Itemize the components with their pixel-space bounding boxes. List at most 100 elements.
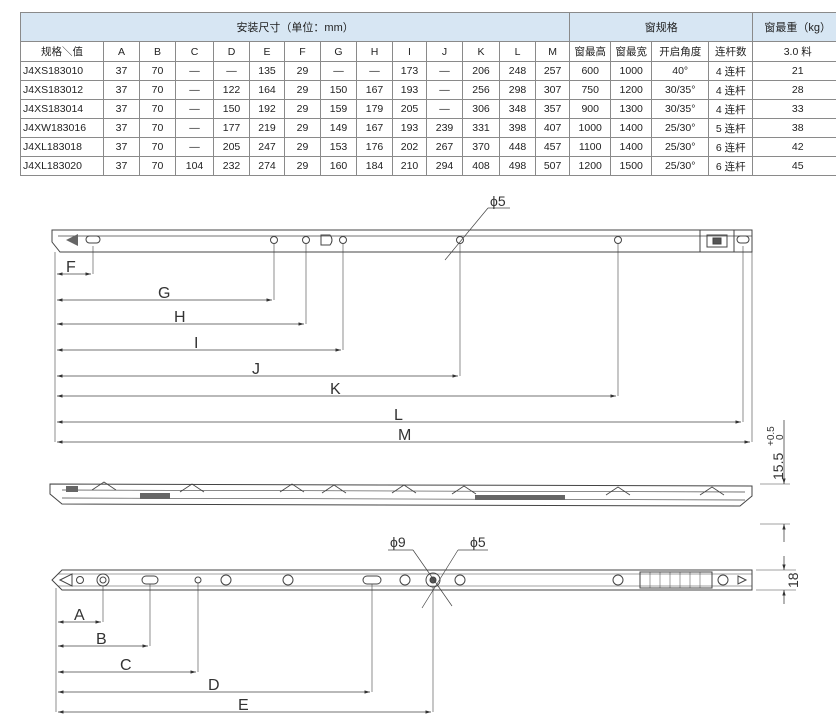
table-cell: — xyxy=(426,80,463,100)
column-header: D xyxy=(213,41,250,62)
table-cell: 37 xyxy=(103,61,140,81)
table-cell: 248 xyxy=(499,61,536,81)
table-cell: 150 xyxy=(320,80,357,100)
table-cell: 173 xyxy=(392,61,427,81)
table-cell: 122 xyxy=(213,80,250,100)
table-cell: — xyxy=(320,61,357,81)
table-cell: 1300 xyxy=(610,99,653,119)
spec-model-cell: J4XL183018 xyxy=(20,137,104,157)
table-cell: 6 连杆 xyxy=(708,156,754,176)
column-header: G xyxy=(320,41,357,62)
table-cell: 70 xyxy=(139,61,176,81)
table-cell: 457 xyxy=(534,137,571,157)
table-cell: 38 xyxy=(752,118,836,138)
bottom-hole-small-label: ϕ5 xyxy=(470,534,486,550)
table-cell: 206 xyxy=(462,61,500,81)
top-hole-i xyxy=(339,236,347,244)
table-cell: 1400 xyxy=(610,118,653,138)
table-cell: 370 xyxy=(462,137,500,157)
bottom-hole-large-label: ϕ9 xyxy=(390,534,406,550)
spec-model-cell: J4XS183010 xyxy=(20,61,104,81)
dim-label-g: G xyxy=(158,285,170,302)
table-cell: 210 xyxy=(392,156,427,176)
table-cell: 247 xyxy=(249,137,285,157)
table-cell: 176 xyxy=(356,137,393,157)
top-rail-outline xyxy=(51,229,753,253)
dim-label-h: H xyxy=(174,309,186,326)
top-rivet xyxy=(320,234,333,246)
table-cell: 70 xyxy=(139,118,176,138)
table-cell: 25/30° xyxy=(651,137,710,157)
table-cell: 307 xyxy=(534,80,571,100)
max-weight-header: 窗最重（kg） xyxy=(752,12,836,42)
column-header: L xyxy=(499,41,536,62)
table-cell: — xyxy=(356,61,393,81)
table-cell: 498 xyxy=(499,156,536,176)
table-cell: 1200 xyxy=(610,80,653,100)
column-header: H xyxy=(356,41,393,62)
height-label: 15.5 xyxy=(770,453,786,480)
table-cell: 37 xyxy=(103,80,140,100)
column-header: 规格＼值 xyxy=(20,41,104,62)
table-cell: 104 xyxy=(175,156,214,176)
dim-label-b: B xyxy=(96,631,107,648)
table-cell: — xyxy=(426,99,463,119)
table-cell: 192 xyxy=(249,99,285,119)
top-hole-k xyxy=(614,236,622,244)
dim-label-k: K xyxy=(330,381,341,398)
table-cell: 45 xyxy=(752,156,836,176)
table-cell: — xyxy=(426,61,463,81)
table-cell: 177 xyxy=(213,118,250,138)
column-header: 窗最高 xyxy=(569,41,612,62)
dim-label-i: I xyxy=(194,335,198,352)
table-cell: — xyxy=(175,137,214,157)
bottom-view: ϕ9 ϕ5 18 A B C D xyxy=(51,534,801,714)
table-cell: 37 xyxy=(103,99,140,119)
dim-label-d: D xyxy=(208,677,220,694)
bottom-slider xyxy=(639,571,713,589)
table-cell: 37 xyxy=(103,156,140,176)
table-cell: 357 xyxy=(534,99,571,119)
table-cell: 750 xyxy=(569,80,612,100)
table-cell: 4 连杆 xyxy=(708,80,754,100)
table-cell: 153 xyxy=(320,137,357,157)
table-cell: 6 连杆 xyxy=(708,137,754,157)
table-cell: 179 xyxy=(356,99,393,119)
bottom-end-mark xyxy=(737,575,748,585)
table-cell: 167 xyxy=(356,118,393,138)
bottom-rail-tip xyxy=(58,573,73,587)
table-cell: 4 连杆 xyxy=(708,61,754,81)
technical-drawing: ϕ5 F G H I J xyxy=(49,193,801,714)
table-cell: 150 xyxy=(213,99,250,119)
bottom-hole-b xyxy=(96,573,110,587)
table-cell: 1100 xyxy=(569,137,612,157)
table-cell: 1500 xyxy=(610,156,653,176)
table-cell: 348 xyxy=(499,99,536,119)
dim-label-a: A xyxy=(74,607,85,624)
height-tol-lower: 0 xyxy=(775,434,786,440)
table-cell: 298 xyxy=(499,80,536,100)
bottom-rail-outline xyxy=(51,569,753,591)
top-hole-j xyxy=(456,236,464,244)
column-header: C xyxy=(175,41,214,62)
top-end-slot xyxy=(736,235,750,244)
column-header: 3.0 料 xyxy=(752,41,836,62)
spec-model-cell: J4XL183020 xyxy=(20,156,104,176)
table-cell: 205 xyxy=(392,99,427,119)
table-cell: 29 xyxy=(284,137,321,157)
table-cell: 29 xyxy=(284,156,321,176)
table-cell: 205 xyxy=(213,137,250,157)
top-hole-h xyxy=(302,236,310,244)
column-header: F xyxy=(284,41,321,62)
side-rail-outline xyxy=(49,483,753,507)
table-cell: 1000 xyxy=(569,118,612,138)
table-cell: 407 xyxy=(534,118,571,138)
table-cell: — xyxy=(175,118,214,138)
table-cell: 274 xyxy=(249,156,285,176)
